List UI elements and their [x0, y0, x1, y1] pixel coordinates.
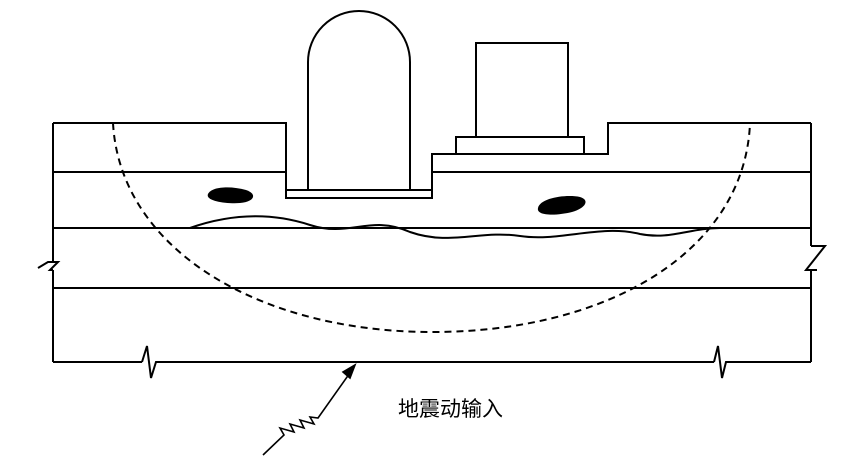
inclusion-left	[207, 187, 254, 204]
right-break-symbol	[803, 245, 828, 271]
ground-surface-left	[53, 122, 811, 199]
seismic-input-label: 地震动输入	[398, 397, 503, 421]
box-building-base	[455, 136, 585, 155]
box-building	[455, 42, 585, 155]
bottom-break-right	[713, 345, 730, 379]
inclusion-right	[537, 196, 586, 215]
seismic-wave-zigzag	[262, 369, 353, 456]
box-building-body	[475, 42, 569, 138]
dome-building	[307, 10, 411, 190]
wavy-interface	[189, 215, 721, 239]
arrow-head	[341, 363, 357, 380]
interaction-zone-boundary	[112, 122, 751, 334]
seismic-input-arrow	[262, 363, 357, 456]
left-break-symbol	[37, 261, 61, 271]
soil-layers	[37, 122, 828, 379]
bottom-break-left	[141, 345, 160, 379]
